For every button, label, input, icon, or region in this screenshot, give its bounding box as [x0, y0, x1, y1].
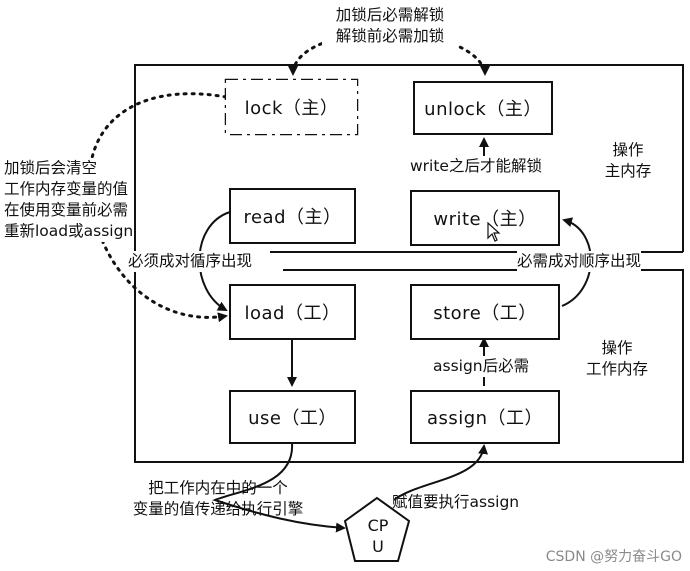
main-memory-ops-note: 操作 主内存 — [593, 140, 663, 182]
lock-label: lock（主） — [244, 98, 339, 119]
work-memory-ops-line1: 操作 — [601, 339, 633, 357]
pair-order-right-note: 必需成对顺序出现 — [517, 251, 642, 272]
cpu-label-line2: U — [372, 537, 384, 556]
assign-label: assign（工） — [426, 408, 544, 429]
write-then-unlock-note: write之后才能解锁 — [410, 156, 542, 177]
store-label: store（工） — [433, 303, 537, 324]
main-memory-ops-line2: 主内存 — [604, 162, 652, 180]
read-label: read（主） — [243, 207, 342, 228]
use-to-engine-note-line1: 把工作内在中的一个 — [148, 479, 288, 497]
cpu-pentagon — [343, 496, 411, 562]
use-to-engine-note-line2: 变量的值传递给执行引擎 — [132, 500, 304, 518]
clear-work-memory-note-line4: 重新load或assign — [4, 222, 134, 240]
assign-execute-note: 赋值要执行assign — [392, 493, 520, 511]
unlock-box: unlock（主） — [413, 81, 553, 135]
cpu-label: CP U — [350, 515, 406, 557]
lock-unlock-note-line1: 加锁后必需解锁 — [335, 6, 445, 24]
unlock-label: unlock（主） — [424, 99, 542, 120]
clear-work-memory-note-line1: 加锁后会清空 — [4, 159, 98, 177]
write-label: write（主） — [433, 209, 537, 230]
read-box: read（主） — [229, 188, 356, 244]
work-memory-ops-note: 操作 工作内存 — [575, 338, 659, 380]
mouse-cursor-icon — [487, 222, 501, 242]
work-memory-ops-line2: 工作内存 — [585, 360, 648, 378]
clear-work-memory-note-line3: 在使用变量前必需 — [4, 201, 129, 219]
assign-box: assign（工） — [410, 390, 560, 444]
use-to-cpu-arrow — [212, 442, 346, 533]
main-memory-region-frame — [134, 64, 684, 252]
clear-work-memory-note-line2: 工作内存变量的值 — [4, 180, 129, 198]
cpu-label-line1: CP — [367, 516, 389, 535]
use-box: use（工） — [229, 390, 356, 444]
write-box: write（主） — [410, 190, 560, 246]
assign-then-store-note: assign后必需 — [433, 356, 530, 377]
lock-box: lock（主） — [226, 80, 357, 134]
lock-unlock-note: 加锁后必需解锁 解锁前必需加锁 — [322, 5, 458, 47]
csdn-watermark: CSDN @努力奋斗GO — [545, 549, 682, 565]
main-memory-ops-line1: 操作 — [612, 141, 644, 159]
use-label: use（工） — [248, 408, 337, 429]
store-box: store（工） — [410, 284, 560, 340]
load-label: load（工） — [244, 303, 341, 324]
use-to-engine-note: 把工作内在中的一个 变量的值传递给执行引擎 — [118, 478, 318, 520]
clear-work-memory-note: 加锁后会清空 工作内存变量的值 在使用变量前必需 重新load或assign — [4, 158, 134, 242]
cpu-to-assign-arrow — [393, 444, 489, 501]
load-box: load（工） — [229, 284, 356, 340]
pair-order-left-note: 必须成对循序出现 — [128, 251, 253, 272]
lock-unlock-note-line2: 解锁前必需加锁 — [335, 27, 445, 45]
